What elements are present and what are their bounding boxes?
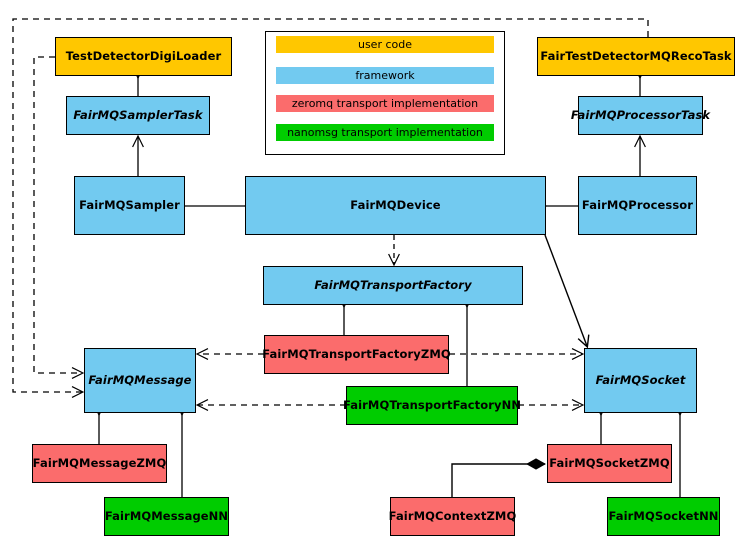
class-label-testdetectordigiloader: TestDetectorDigiLoader xyxy=(65,48,222,63)
class-label-fairtestdetectormqrecotask: FairTestDetectorMQRecoTask xyxy=(540,48,732,63)
legend-item-framework: framework xyxy=(276,67,494,84)
legend-label-zeromq: zeromq transport implementation xyxy=(291,97,479,110)
class-box-fairmqprocessor[interactable]: FairMQProcessor xyxy=(578,176,697,235)
class-box-fairmqsocketzmq[interactable]: FairMQSocketZMQ xyxy=(547,444,672,483)
legend-item-zeromq: zeromq transport implementation xyxy=(276,95,494,112)
class-box-fairmqdevice[interactable]: FairMQDevice xyxy=(245,176,546,235)
class-box-fairmqtransportfactorynn[interactable]: FairMQTransportFactoryNN xyxy=(342,386,522,425)
class-box-fairmqsamplertask[interactable]: FairMQSamplerTask xyxy=(66,96,210,135)
class-box-fairmqmessagezmq[interactable]: FairMQMessageZMQ xyxy=(32,444,167,483)
edge-device-socket xyxy=(544,234,587,346)
legend-label-user-code: user code xyxy=(357,38,413,51)
class-box-fairmqsocket[interactable]: FairMQSocket xyxy=(584,348,697,413)
class-label-fairmqcontextzmq: FairMQContextZMQ xyxy=(388,508,517,523)
class-box-fairmqcontextzmq[interactable]: FairMQContextZMQ xyxy=(388,497,517,536)
legend-label-nanomsg: nanomsg transport implementation xyxy=(287,126,483,139)
class-label-fairmqtransportfactoryzmq: FairMQTransportFactoryZMQ xyxy=(262,346,451,361)
class-label-fairmqdevice: FairMQDevice xyxy=(350,197,441,212)
edge-contextzmq-socketzmq xyxy=(451,464,545,497)
legend-item-nanomsg: nanomsg transport implementation xyxy=(276,124,494,141)
class-box-fairmqtransportfactory[interactable]: FairMQTransportFactory xyxy=(263,266,523,305)
class-box-fairmqsampler[interactable]: FairMQSampler xyxy=(74,176,185,235)
class-box-fairmqsocketnn[interactable]: FairMQSocketNN xyxy=(607,497,720,536)
class-label-fairmqsocketzmq: FairMQSocketZMQ xyxy=(549,455,670,470)
legend-item-user-code: user code xyxy=(276,36,494,53)
class-box-fairmqprocessortask[interactable]: FairMQProcessorTask xyxy=(571,96,710,135)
class-box-fairmqmessage[interactable]: FairMQMessage xyxy=(84,348,196,413)
class-label-fairmqmessagenn: FairMQMessageNN xyxy=(104,508,229,523)
class-label-fairmqsocketnn: FairMQSocketNN xyxy=(608,508,719,523)
class-box-fairmqmessagenn[interactable]: FairMQMessageNN xyxy=(104,497,229,536)
class-label-fairmqtransportfactory: FairMQTransportFactory xyxy=(314,277,472,292)
class-box-fairtestdetectormqrecotask[interactable]: FairTestDetectorMQRecoTask xyxy=(537,37,735,76)
class-box-testdetectordigiloader[interactable]: TestDetectorDigiLoader xyxy=(55,37,232,76)
class-label-fairmqsocket: FairMQSocket xyxy=(595,372,686,387)
legend-label-framework: framework xyxy=(355,69,415,82)
class-label-fairmqprocessortask: FairMQProcessorTask xyxy=(570,107,711,122)
class-label-fairmqprocessor: FairMQProcessor xyxy=(581,197,694,212)
class-label-fairmqtransportfactorynn: FairMQTransportFactoryNN xyxy=(342,397,522,412)
class-box-fairmqtransportfactoryzmq[interactable]: FairMQTransportFactoryZMQ xyxy=(262,335,451,374)
class-label-fairmqsampler: FairMQSampler xyxy=(79,197,180,212)
class-label-fairmqmessage: FairMQMessage xyxy=(88,372,192,387)
class-label-fairmqsamplertask: FairMQSamplerTask xyxy=(73,107,203,122)
class-label-fairmqmessagezmq: FairMQMessageZMQ xyxy=(32,455,167,470)
